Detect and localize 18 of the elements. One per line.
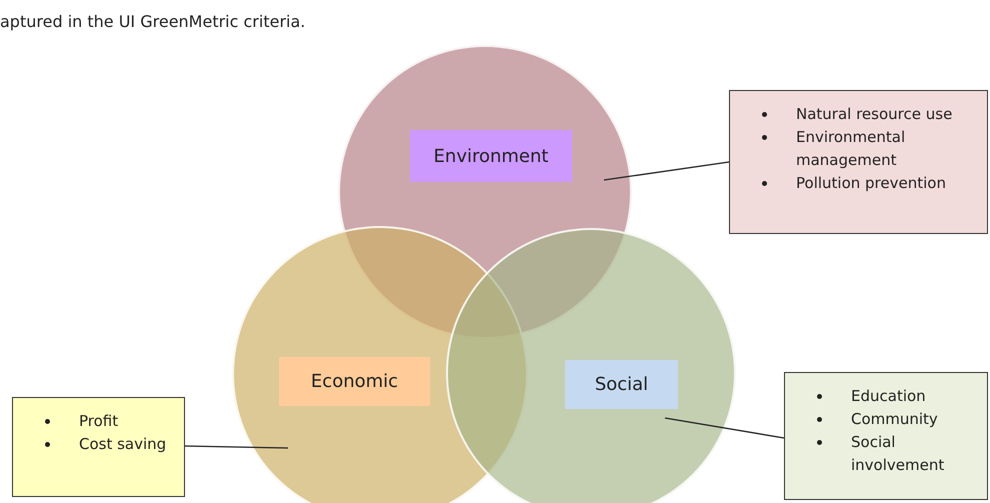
caption-text: aptured in the UI GreenMetric criteria.: [0, 12, 306, 31]
category-label: Social: [565, 360, 678, 409]
bullet-text: Profit: [79, 412, 118, 430]
leader-line: [184, 445, 288, 449]
callout-box: [729, 90, 988, 234]
category-label: Environment: [410, 130, 572, 182]
bullet-text: Pollution prevention: [796, 174, 946, 192]
callout-box: [784, 372, 988, 500]
bullet-text: Environmental management: [796, 128, 906, 169]
leader-line: [664, 417, 784, 439]
category-label: Economic: [279, 357, 430, 406]
bullet-text: Community: [851, 410, 938, 428]
callout-box: [12, 397, 185, 497]
bullet-text: Education: [851, 387, 926, 405]
bullet-text: Cost saving: [79, 435, 166, 453]
bullet-text: Social involvement: [851, 433, 944, 474]
bullet-text: Natural resource use: [796, 105, 952, 123]
leader-line: [604, 161, 730, 181]
